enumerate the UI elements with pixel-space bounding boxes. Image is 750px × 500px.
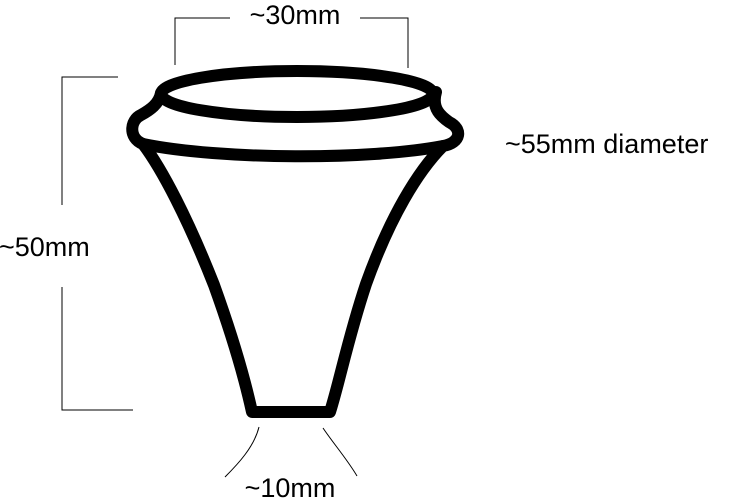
height-bracket-bottom <box>61 287 133 411</box>
bottom-width-leader-right <box>322 427 358 477</box>
funnel-body-outline <box>126 86 464 418</box>
dimension-lines <box>61 17 409 478</box>
top-width-label: ~30mm <box>250 0 341 30</box>
height-bracket-top <box>61 76 118 205</box>
top-width-bracket-right <box>360 17 409 68</box>
funnel-part <box>126 65 464 418</box>
max-diameter-label: ~55mm diameter <box>505 129 708 159</box>
bottom-width-leader-left <box>224 426 260 478</box>
bottom-width-label: ~10mm <box>245 473 336 500</box>
top-width-bracket <box>174 17 230 65</box>
funnel-flange-edge <box>137 138 449 163</box>
height-label: ~50mm <box>0 232 90 262</box>
funnel-top-rim <box>155 65 439 123</box>
